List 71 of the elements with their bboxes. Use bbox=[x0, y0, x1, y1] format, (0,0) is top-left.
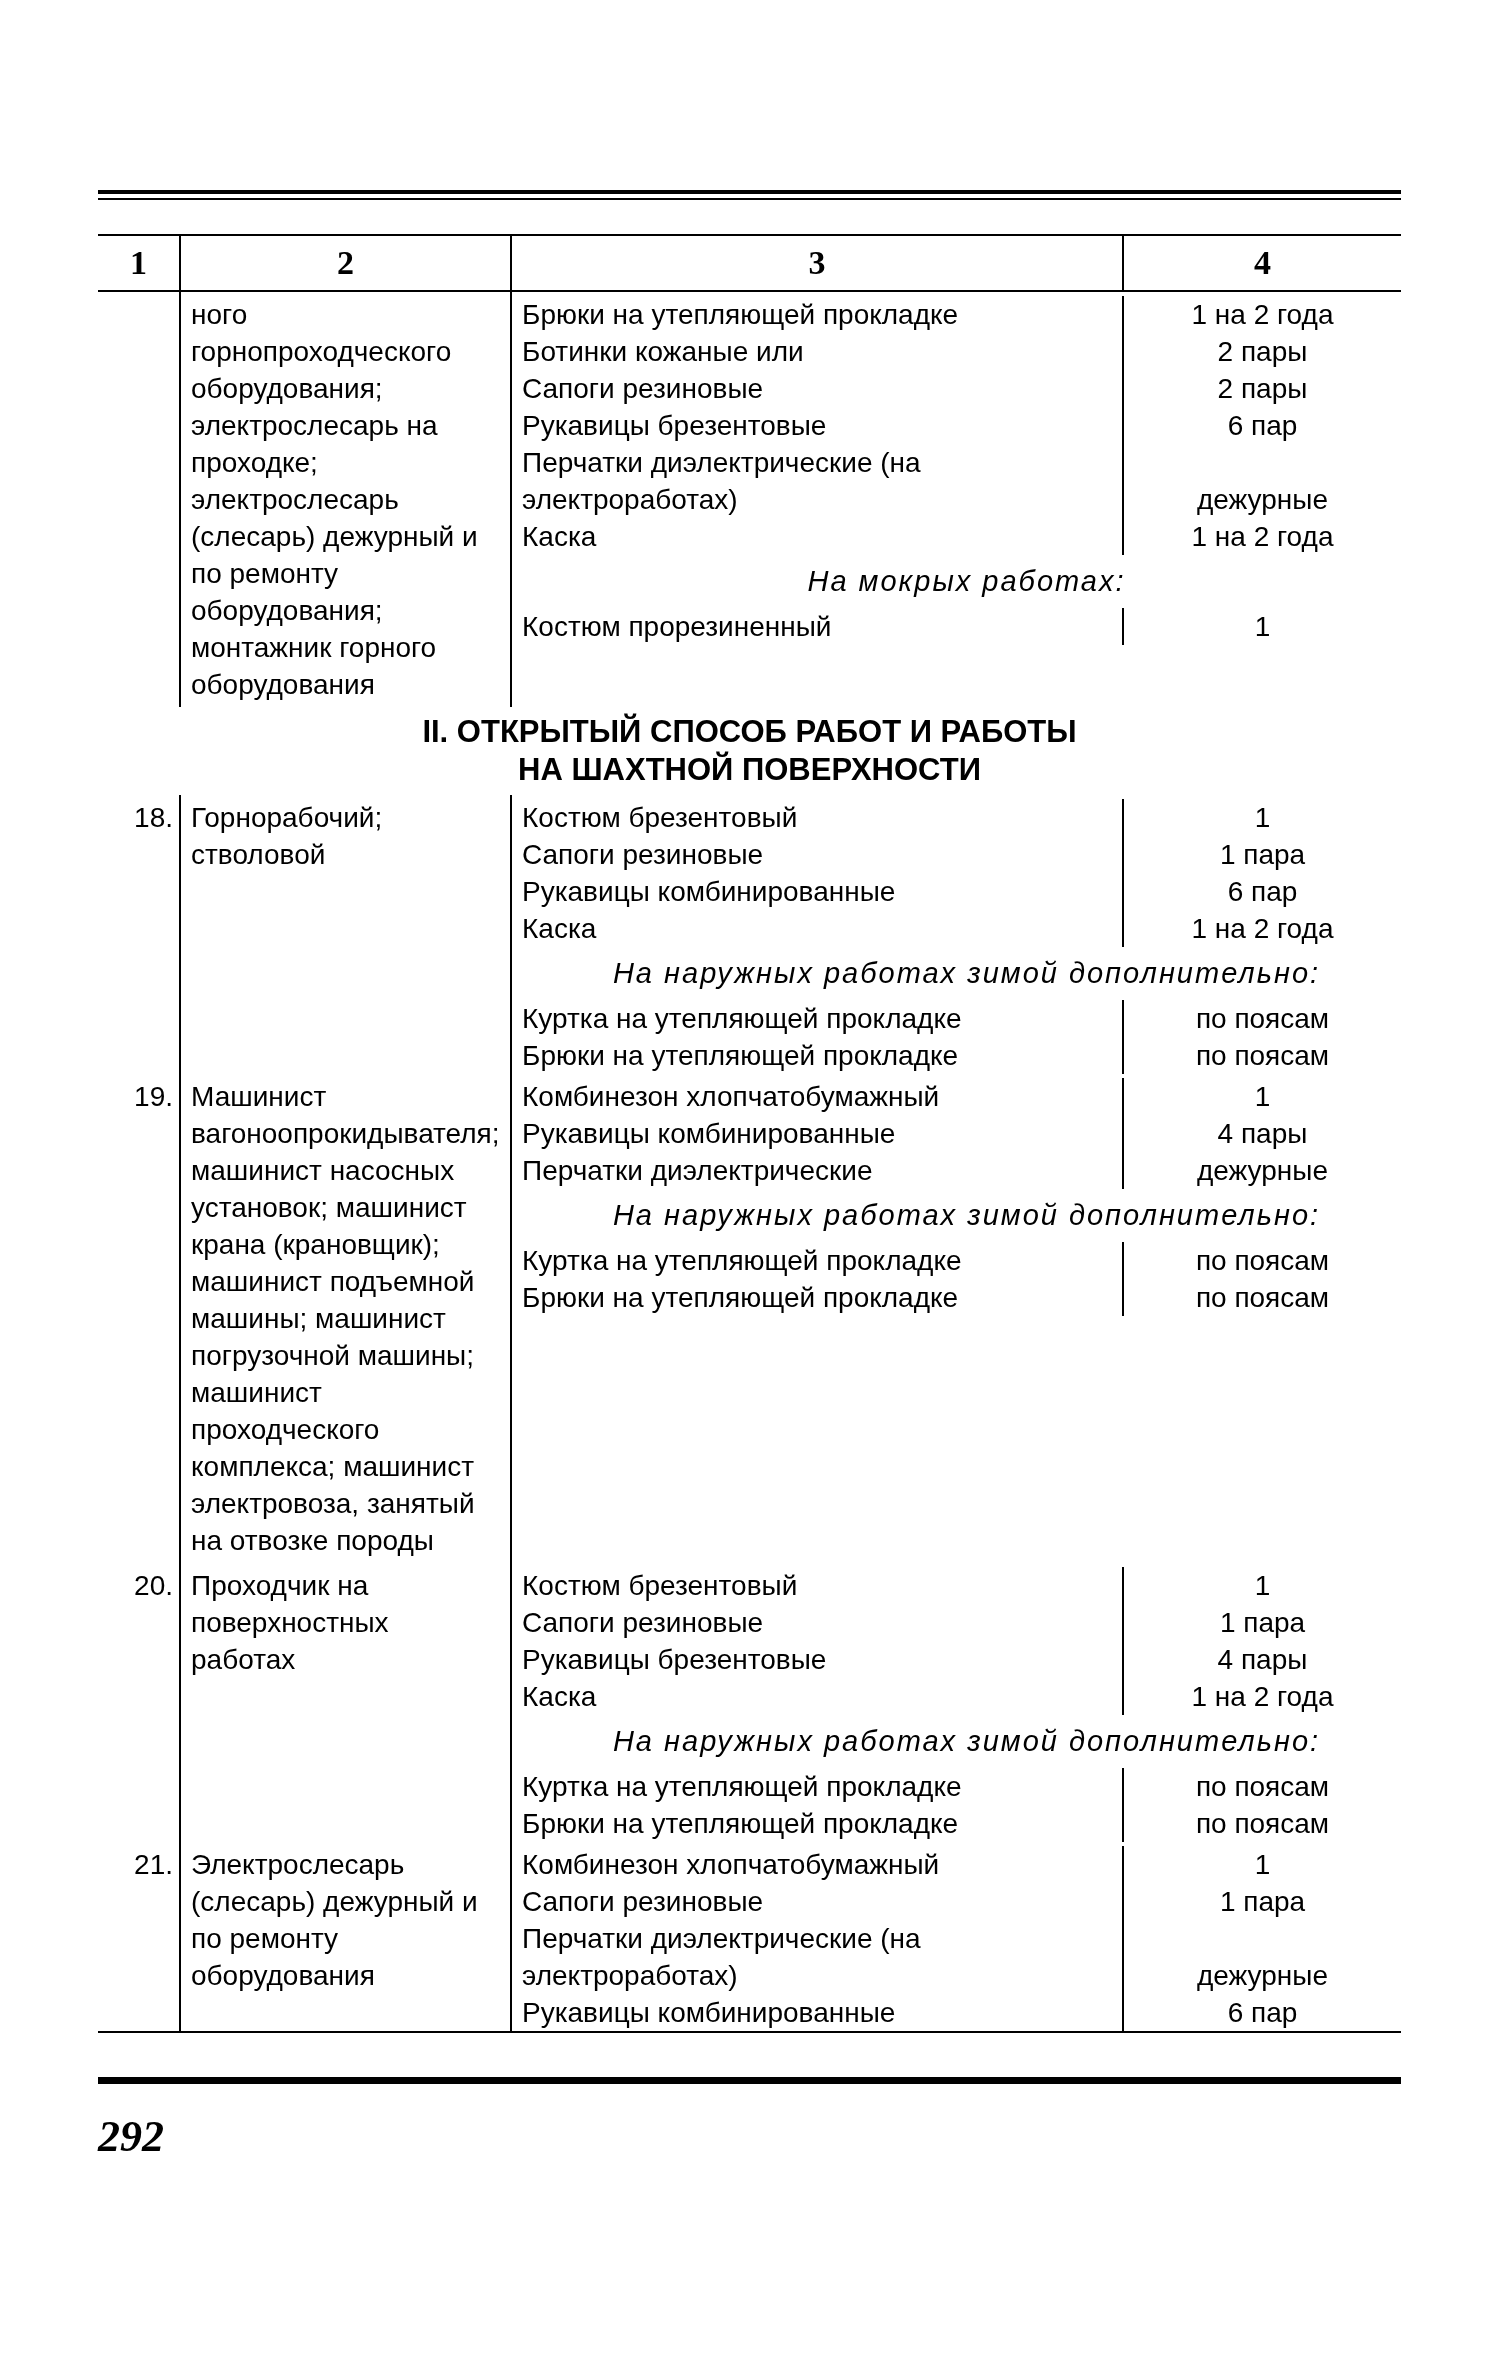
item-name: Рукавицы комбинированные bbox=[512, 873, 1124, 910]
item-name: Костюм брезентовый bbox=[512, 799, 1124, 836]
issue-quantity: 1 на 2 года bbox=[1190, 520, 1335, 554]
issue-quantity: 6 пар bbox=[1226, 875, 1299, 909]
item-name: Комбинезон хлопчатобумажный bbox=[512, 1078, 1124, 1115]
issue-quantity: 1 пара bbox=[1218, 838, 1307, 872]
issue-quantity: 1 bbox=[1253, 1080, 1272, 1114]
condition-note: На наружных работах зимой дополнительно: bbox=[611, 956, 1322, 991]
item-name: Рукавицы брезентовые bbox=[512, 1641, 1124, 1678]
job-title: Горнорабочий; стволовой bbox=[191, 801, 384, 872]
item-name: Рукавицы брезентовые bbox=[512, 407, 1124, 444]
job-title: ного горнопроходческого оборудования; электрослесарь на проходке; электрослесарь (слесарь) дежурный и по ремонту оборудования; монтажник горного оборудования bbox=[191, 298, 479, 702]
issue-quantity: 1 bbox=[1253, 1848, 1272, 1882]
job-title: Машинист вагоноопрокидывателя; машинист насосных установок; машинист крана (крановщик); машинист подъемной машины; машинист погрузочной машины; машинист проходческого комплекса; машинист электровоза, занятый на отвозке породы bbox=[191, 1080, 500, 1558]
item-name: Ботинки кожаные или bbox=[512, 333, 1124, 370]
item-name: Каска bbox=[512, 518, 1124, 555]
issue-quantity: дежурные bbox=[1195, 1154, 1330, 1188]
row-number: 20. bbox=[133, 1569, 173, 1603]
item-name: Брюки на утепляющей прокладке bbox=[512, 296, 1124, 333]
issue-quantity: по поясам bbox=[1194, 1039, 1331, 1073]
issue-quantity: дежурные bbox=[1195, 483, 1330, 517]
section-heading: II. ОТКРЫТЫЙ СПОСОБ РАБОТ И РАБОТЫ НА ШАХТНОЙ ПОВЕРХНОСТИ bbox=[421, 712, 1078, 789]
issue-quantity: 1 пара bbox=[1218, 1606, 1307, 1640]
item-name: Брюки на утепляющей прокладке bbox=[512, 1279, 1124, 1316]
row-number: 18. bbox=[133, 801, 173, 835]
issue-quantity: по поясам bbox=[1194, 1807, 1331, 1841]
row-number: 21. bbox=[133, 1848, 173, 1882]
item-name: Костюм прорезиненный bbox=[512, 608, 1124, 645]
issue-quantity: по поясам bbox=[1194, 1281, 1331, 1315]
issue-quantity: 1 на 2 года bbox=[1190, 912, 1335, 946]
issue-quantity: по поясам bbox=[1194, 1770, 1331, 1804]
issue-quantity: 4 пары bbox=[1216, 1117, 1309, 1151]
job-title: Электрослесарь (слесарь) дежурный и по ремонту оборудования bbox=[191, 1848, 479, 1993]
row-number: 19. bbox=[133, 1080, 173, 1114]
column-header: 4 bbox=[1253, 243, 1272, 283]
issue-quantity: 2 пары bbox=[1216, 335, 1309, 369]
item-name: Перчатки диэлектрические bbox=[512, 1152, 1124, 1189]
condition-note: На мокрых работах: bbox=[806, 564, 1127, 599]
item-name: Куртка на утепляющей прокладке bbox=[512, 1768, 1124, 1805]
condition-note: На наружных работах зимой дополнительно: bbox=[611, 1724, 1322, 1759]
issue-quantity: по поясам bbox=[1194, 1244, 1331, 1278]
item-name: Куртка на утепляющей прокладке bbox=[512, 1242, 1124, 1279]
item-name: Брюки на утепляющей прокладке bbox=[512, 1037, 1124, 1074]
item-name: Сапоги резиновые bbox=[512, 370, 1124, 407]
item-name: Брюки на утепляющей прокладке bbox=[512, 1805, 1124, 1842]
item-name: Перчатки диэлектрические (на электроработах) bbox=[512, 1920, 1124, 1994]
issue-quantity: 1 bbox=[1253, 801, 1272, 835]
issue-quantity: 6 пар bbox=[1226, 1996, 1299, 2030]
item-name: Рукавицы комбинированные bbox=[512, 1115, 1124, 1152]
item-name: Сапоги резиновые bbox=[512, 1604, 1124, 1641]
issue-quantity: 4 пары bbox=[1216, 1643, 1309, 1677]
issue-quantity: 6 пар bbox=[1226, 409, 1299, 443]
item-name: Каска bbox=[512, 1678, 1124, 1715]
issue-quantity: 1 на 2 года bbox=[1190, 1680, 1335, 1714]
item-name: Сапоги резиновые bbox=[512, 1883, 1124, 1920]
issue-quantity: по поясам bbox=[1194, 1002, 1331, 1036]
item-name: Костюм брезентовый bbox=[512, 1567, 1124, 1604]
issue-quantity: 2 пары bbox=[1216, 372, 1309, 406]
item-name: Куртка на утепляющей прокладке bbox=[512, 1000, 1124, 1037]
item-name: Каска bbox=[512, 910, 1124, 947]
page-number: 292 bbox=[98, 2111, 165, 2163]
issue-quantity: дежурные bbox=[1195, 1959, 1330, 1993]
condition-note: На наружных работах зимой дополнительно: bbox=[611, 1198, 1322, 1233]
issue-quantity: 1 на 2 года bbox=[1190, 298, 1335, 332]
job-title: Проходчик на поверхностных работах bbox=[191, 1569, 390, 1677]
issue-quantity: 1 пара bbox=[1218, 1885, 1307, 1919]
item-name: Комбинезон хлопчатобумажный bbox=[512, 1846, 1124, 1883]
item-name: Сапоги резиновые bbox=[512, 836, 1124, 873]
issue-quantity: 1 bbox=[1253, 1569, 1272, 1603]
item-name: Перчатки диэлектрические (на электроработах) bbox=[512, 444, 1124, 518]
issue-quantity: 1 bbox=[1253, 610, 1272, 644]
